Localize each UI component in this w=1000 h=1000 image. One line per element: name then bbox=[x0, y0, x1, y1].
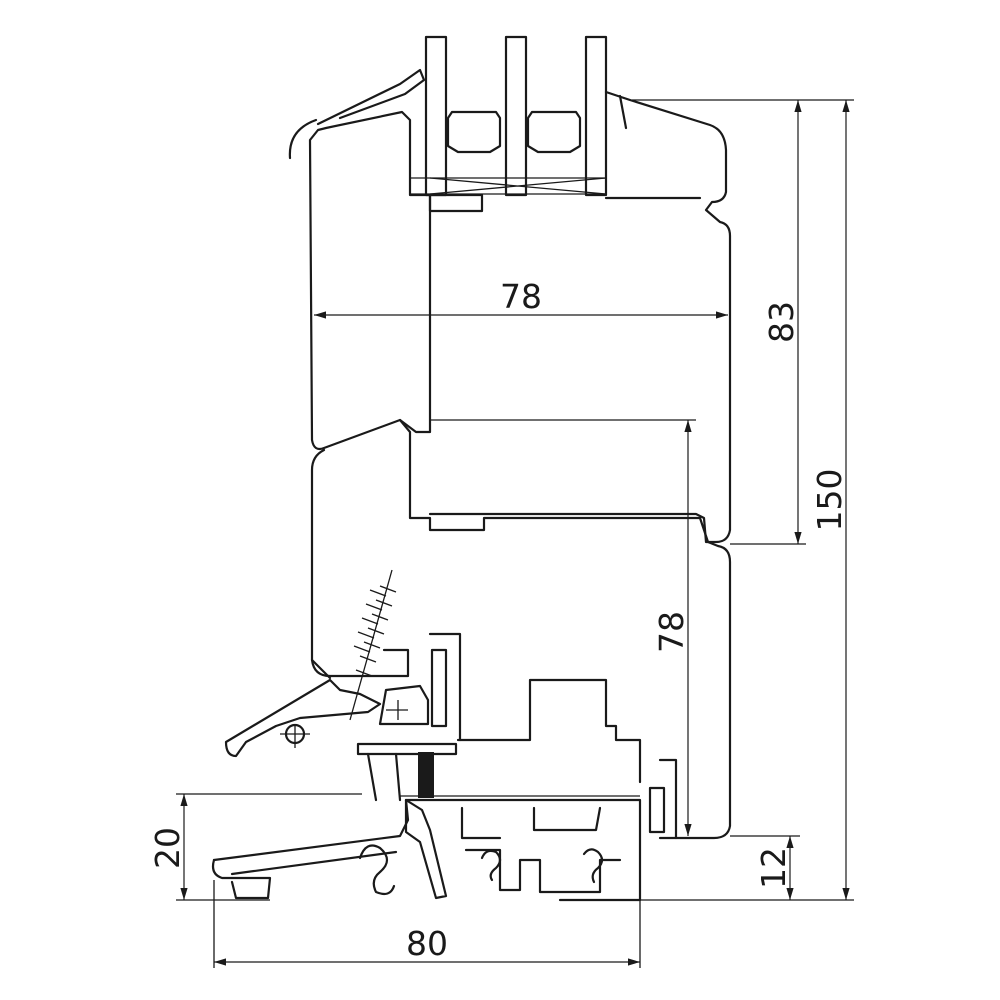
dim-top-sash-width-label: 78 bbox=[500, 277, 542, 316]
sill-frame-profile bbox=[211, 795, 642, 902]
dim-bottom-offset: 12 bbox=[730, 835, 800, 900]
dim-sill-width-label: 80 bbox=[406, 924, 448, 963]
upper-sash-profile bbox=[288, 68, 732, 544]
screw-icon bbox=[349, 569, 397, 721]
lower-sash-inner-frame bbox=[428, 632, 678, 840]
dim-sill-height: 20 bbox=[148, 793, 362, 901]
dim-total-height-label: 150 bbox=[810, 469, 849, 532]
dim-sill-width: 80 bbox=[213, 880, 641, 968]
hardware-clip bbox=[224, 678, 430, 758]
lower-sash-profile bbox=[310, 418, 732, 840]
dim-lower-sash-height-label: 78 bbox=[652, 611, 691, 653]
dim-top-sash-height-label: 83 bbox=[762, 301, 801, 343]
upper-glazing-bars bbox=[410, 35, 608, 213]
dim-top-sash-height: 83 bbox=[632, 99, 806, 545]
dim-sill-height-label: 20 bbox=[148, 827, 187, 869]
brush-seal bbox=[356, 742, 458, 802]
dim-lower-sash-height: 78 bbox=[430, 419, 696, 836]
dim-bottom-offset-label: 12 bbox=[754, 847, 793, 889]
dim-total-height: 150 bbox=[640, 99, 854, 901]
dim-top-sash-width: 78 bbox=[314, 277, 728, 319]
